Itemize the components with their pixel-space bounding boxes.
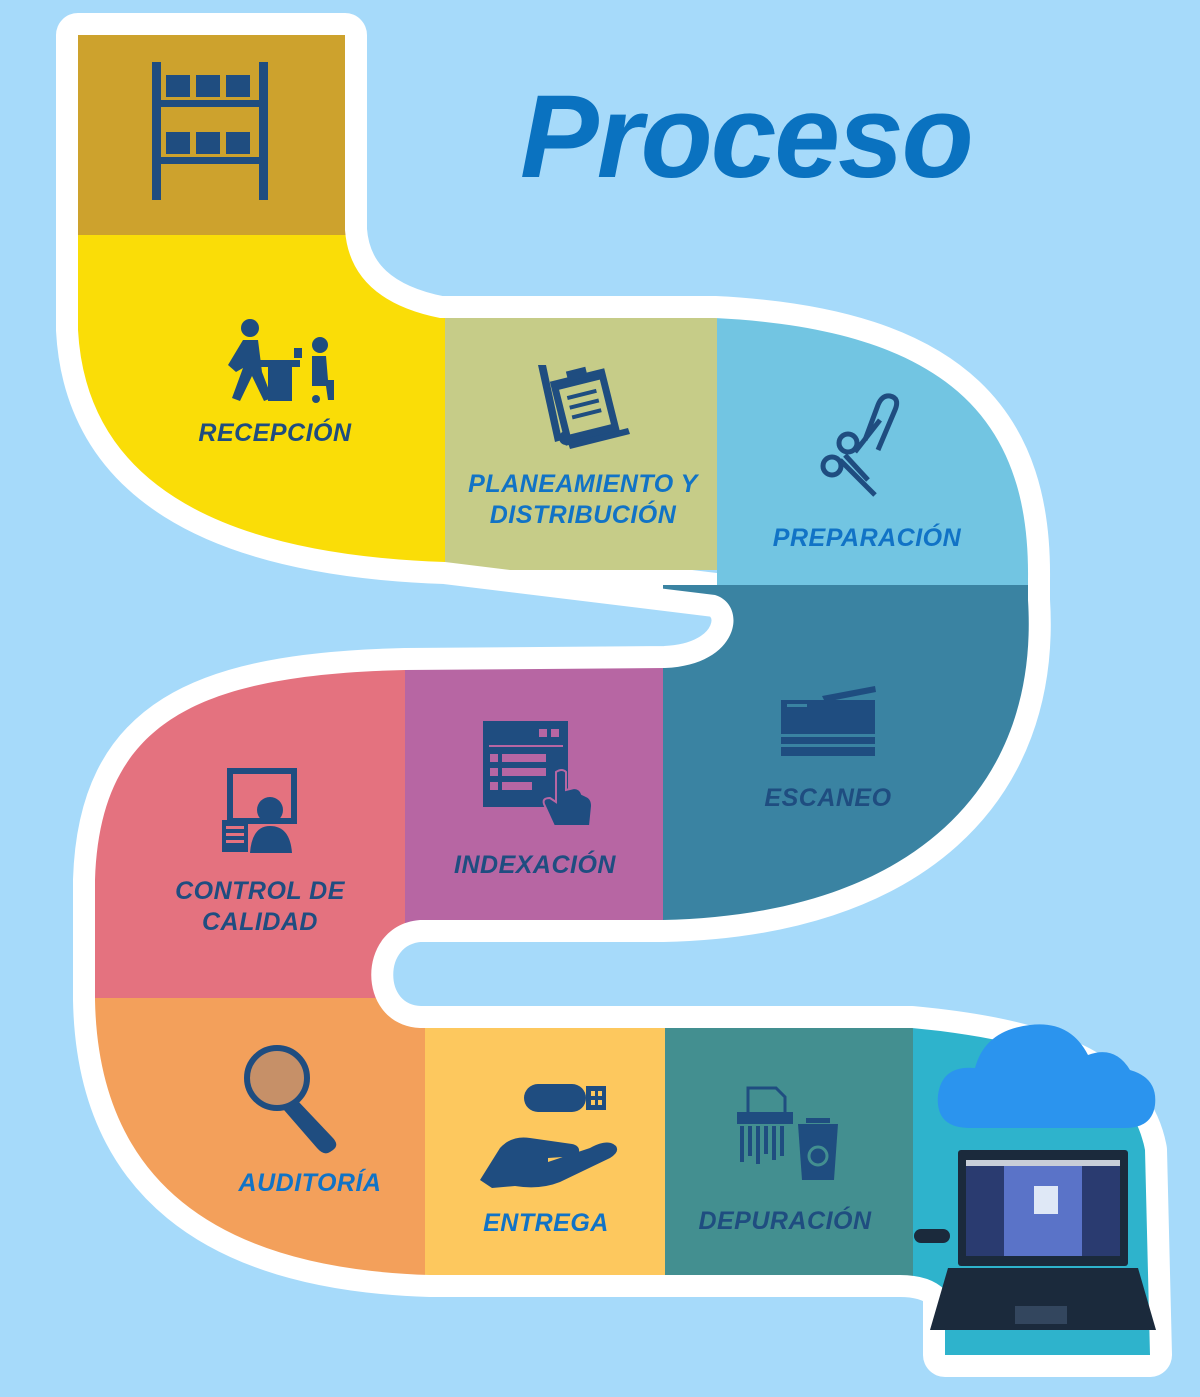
step-label-control: CONTROL DE CALIDAD [175, 877, 345, 936]
step-label-auditoria: AUDITORÍA [238, 1169, 382, 1197]
step-label-recepcion: RECEPCIÓN [198, 419, 352, 447]
reception-desk-icon [228, 319, 334, 403]
shelf-icon [152, 62, 268, 200]
step-label-planeamiento: PLANEAMIENTO Y DISTRIBUCIÓN [468, 470, 698, 529]
page-title: Proceso [520, 71, 974, 203]
path-segment-depuracion [665, 998, 913, 1288]
step-label-preparacion: PREPARACIÓN [772, 524, 962, 552]
icons [152, 62, 1156, 1330]
step-label-indexacion: INDEXACIÓN [454, 851, 616, 879]
scissors-paperclip-icon [820, 393, 900, 497]
quality-monitor-icon [222, 768, 297, 853]
step-label-depuracion: DEPURACIÓN [698, 1207, 872, 1235]
clipboard-cart-icon [538, 365, 630, 449]
path-segment-archivo [78, 35, 360, 235]
usb-hand-icon [480, 1084, 618, 1188]
indexing-screen-icon [483, 721, 594, 827]
step-label-escaneo: ESCANEO [764, 784, 892, 812]
shredder-recycle-icon [737, 1086, 838, 1180]
step-label-entrega: ENTREGA [483, 1209, 609, 1237]
magnifier-icon [244, 1045, 337, 1154]
cloud-laptop-icon [914, 1024, 1156, 1330]
scanner-icon [781, 686, 876, 756]
